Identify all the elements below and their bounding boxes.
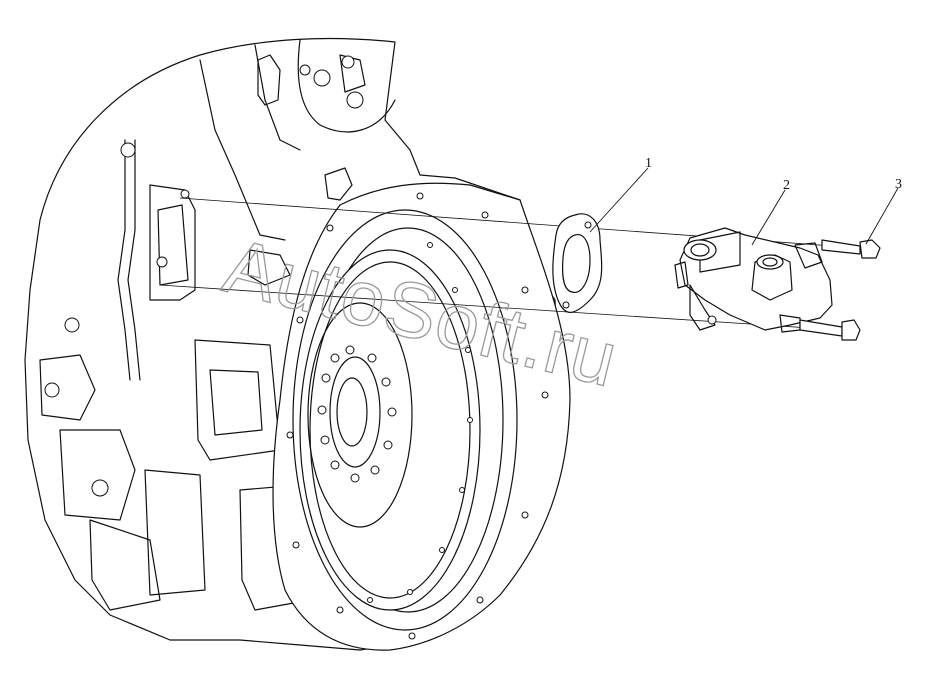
callout-3-label: 3 xyxy=(895,177,902,192)
callout-1: 1 xyxy=(589,156,652,233)
callout-2-label: 2 xyxy=(783,178,790,193)
bolts-part-3 xyxy=(799,239,881,341)
engine-block xyxy=(24,37,561,651)
flywheel xyxy=(299,242,481,611)
callout-1-label: 1 xyxy=(645,156,652,171)
callout-3: 3 xyxy=(865,177,902,245)
callout-2: 2 xyxy=(751,178,790,246)
gasket-part-1 xyxy=(552,213,603,313)
sensor-bracket-part-2 xyxy=(674,227,833,333)
